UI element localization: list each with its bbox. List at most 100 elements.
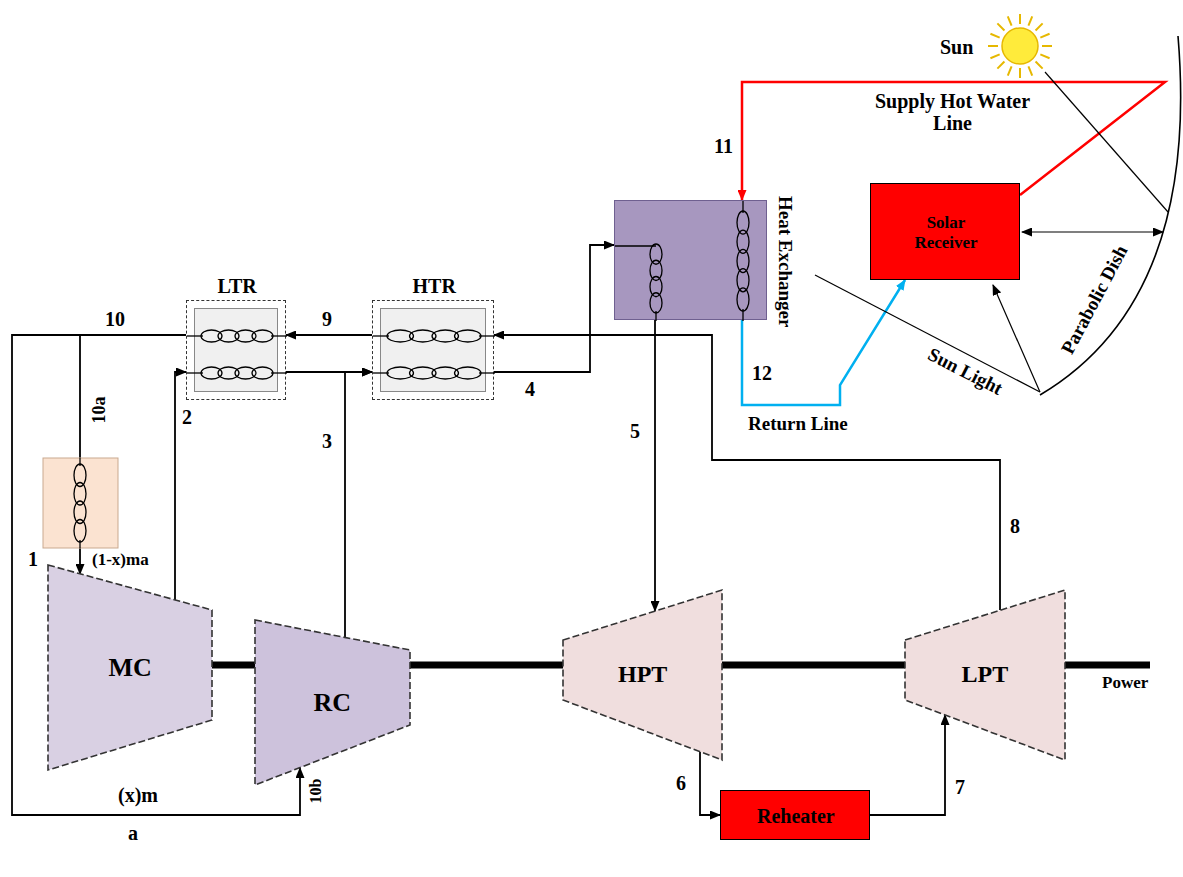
coil-drawing xyxy=(615,201,766,319)
power-shaft xyxy=(1065,662,1150,669)
callout-number: 4 xyxy=(525,378,535,400)
node-label: RC xyxy=(314,688,352,718)
reheater-box: Reheater xyxy=(720,790,870,840)
coil-lead xyxy=(79,540,80,548)
callout-number: 7 xyxy=(955,776,965,798)
coil-loop xyxy=(455,367,482,379)
coil-loop xyxy=(74,520,86,543)
shaft xyxy=(722,662,905,669)
annotation-label: Return Line xyxy=(748,414,848,435)
sun-ray xyxy=(1036,62,1043,69)
sun-ray xyxy=(1036,23,1043,30)
shaft xyxy=(410,662,563,669)
node-label: LPT xyxy=(962,661,1009,689)
coil-loop xyxy=(252,367,273,379)
node-label: Solar Receiver xyxy=(896,213,996,252)
callout-number: 5 xyxy=(630,420,640,442)
flow-line xyxy=(870,715,945,815)
sun-ray xyxy=(990,54,999,58)
annotation-label: Power xyxy=(1102,674,1148,693)
node-label: HPT xyxy=(618,661,667,689)
annotation-label: (1-x)ma xyxy=(92,551,149,570)
coil-lead xyxy=(742,309,743,321)
node-label: Heat Exchanger xyxy=(774,196,796,327)
coil-loop xyxy=(650,277,662,297)
sun-ray xyxy=(1028,16,1032,25)
callout-number: 1 xyxy=(28,548,38,570)
flow-line xyxy=(494,245,614,372)
sun-symbol: Sun xyxy=(940,10,1060,82)
annotation-label: a xyxy=(128,822,138,844)
coil-lead xyxy=(479,372,495,373)
coil-loop xyxy=(252,330,273,342)
coil-loop xyxy=(650,293,662,313)
coil-loop xyxy=(235,367,256,379)
node-label: Reheater xyxy=(757,805,835,828)
callout-number: 10 xyxy=(105,308,125,330)
coil-loop xyxy=(201,330,222,342)
solar-receiver-box: Solar Receiver xyxy=(870,183,1020,280)
heat-exchanger-box: Heat Exchanger xyxy=(614,200,767,320)
compressor-shape: RC xyxy=(255,620,410,785)
sun-ray xyxy=(815,275,1040,392)
sun-ray xyxy=(1019,68,1021,78)
turbine-shape: LPT xyxy=(905,590,1065,760)
coil-loop xyxy=(650,260,662,280)
machine-body xyxy=(563,590,722,760)
callout-number: 8 xyxy=(1010,515,1020,537)
coil-lead xyxy=(271,372,287,373)
coil-loop xyxy=(218,367,239,379)
node-label: Sun xyxy=(940,36,973,59)
flow-line xyxy=(286,334,372,336)
annotation-label: (x)m xyxy=(118,784,158,806)
sun-ray xyxy=(1028,66,1032,75)
machine-body xyxy=(255,620,410,785)
sun-ray xyxy=(997,23,1004,30)
coil-lead xyxy=(655,311,656,321)
reflected-ray xyxy=(993,285,1040,392)
callout-number: 10b xyxy=(307,779,325,804)
coil-drawing xyxy=(373,301,493,399)
coil-lead xyxy=(79,458,80,466)
callout-number: 12 xyxy=(752,362,772,384)
flow-line xyxy=(494,335,1000,610)
annotation-label: Supply Hot Water Line xyxy=(860,90,1045,134)
callout-number: 9 xyxy=(322,308,332,330)
coil-loop xyxy=(737,288,749,311)
coil-loop xyxy=(455,330,482,342)
shaft xyxy=(212,662,255,669)
sun-ray xyxy=(1040,54,1049,58)
flow-line xyxy=(345,372,372,637)
coil-loop xyxy=(650,244,662,264)
coil-lead xyxy=(271,335,287,336)
sun-ray xyxy=(1008,66,1012,75)
node-label: LTR xyxy=(218,275,257,298)
machine-body xyxy=(48,565,212,770)
sun-ray xyxy=(1008,16,1012,25)
sun-ray xyxy=(1019,14,1021,24)
flow-line xyxy=(654,320,656,611)
coil-lead xyxy=(615,245,656,246)
node-label: MC xyxy=(109,653,152,683)
sun-disc xyxy=(1002,28,1038,64)
sun-ray xyxy=(1040,34,1049,38)
coil-loop xyxy=(218,330,239,342)
machine-body xyxy=(905,590,1065,760)
coil-lead xyxy=(479,335,495,336)
precooler-box xyxy=(43,458,118,548)
turbine-shape: HPT xyxy=(563,590,722,760)
callout-number: 11 xyxy=(714,135,733,157)
callout-number: 3 xyxy=(322,430,332,452)
annotation-label: Parabolic Dish xyxy=(1058,242,1133,358)
sun-ray xyxy=(1045,72,1168,212)
coil-loop xyxy=(201,367,222,379)
callout-number: 10a xyxy=(90,397,110,424)
sun-ray xyxy=(997,62,1004,69)
recuperator-box: LTR xyxy=(186,300,286,400)
coil-loop xyxy=(235,330,256,342)
coil-drawing xyxy=(187,301,285,399)
flow-line xyxy=(700,752,720,815)
